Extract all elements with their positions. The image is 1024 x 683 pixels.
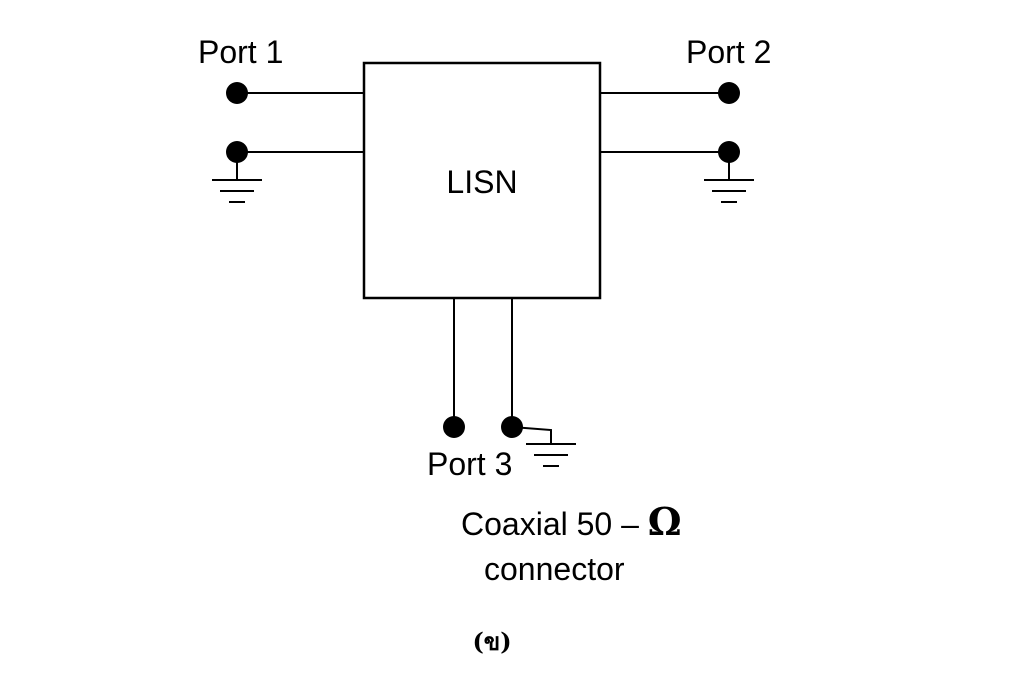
lisn-label: LISN xyxy=(446,164,517,200)
port2-ground-icon xyxy=(704,152,754,203)
coax-connector-label: connector xyxy=(484,551,625,587)
port1-signal-terminal xyxy=(226,82,248,104)
port3-shield-terminal xyxy=(501,416,523,438)
figure-caption: (ข) xyxy=(472,627,511,656)
omega-symbol: Ω xyxy=(648,499,682,544)
coax-description: Coaxial 50 – Ω xyxy=(461,499,682,544)
port3-label: Port 3 xyxy=(427,446,512,482)
coax-description-text: Coaxial 50 – xyxy=(461,506,648,542)
port2-signal-terminal xyxy=(718,82,740,104)
port3-signal-terminal xyxy=(443,416,465,438)
port1-label: Port 1 xyxy=(198,34,283,70)
port1-ground-icon xyxy=(212,152,262,203)
lisn-block xyxy=(362,61,602,300)
port3-ground-icon xyxy=(511,426,576,467)
port2-label: Port 2 xyxy=(686,34,771,70)
